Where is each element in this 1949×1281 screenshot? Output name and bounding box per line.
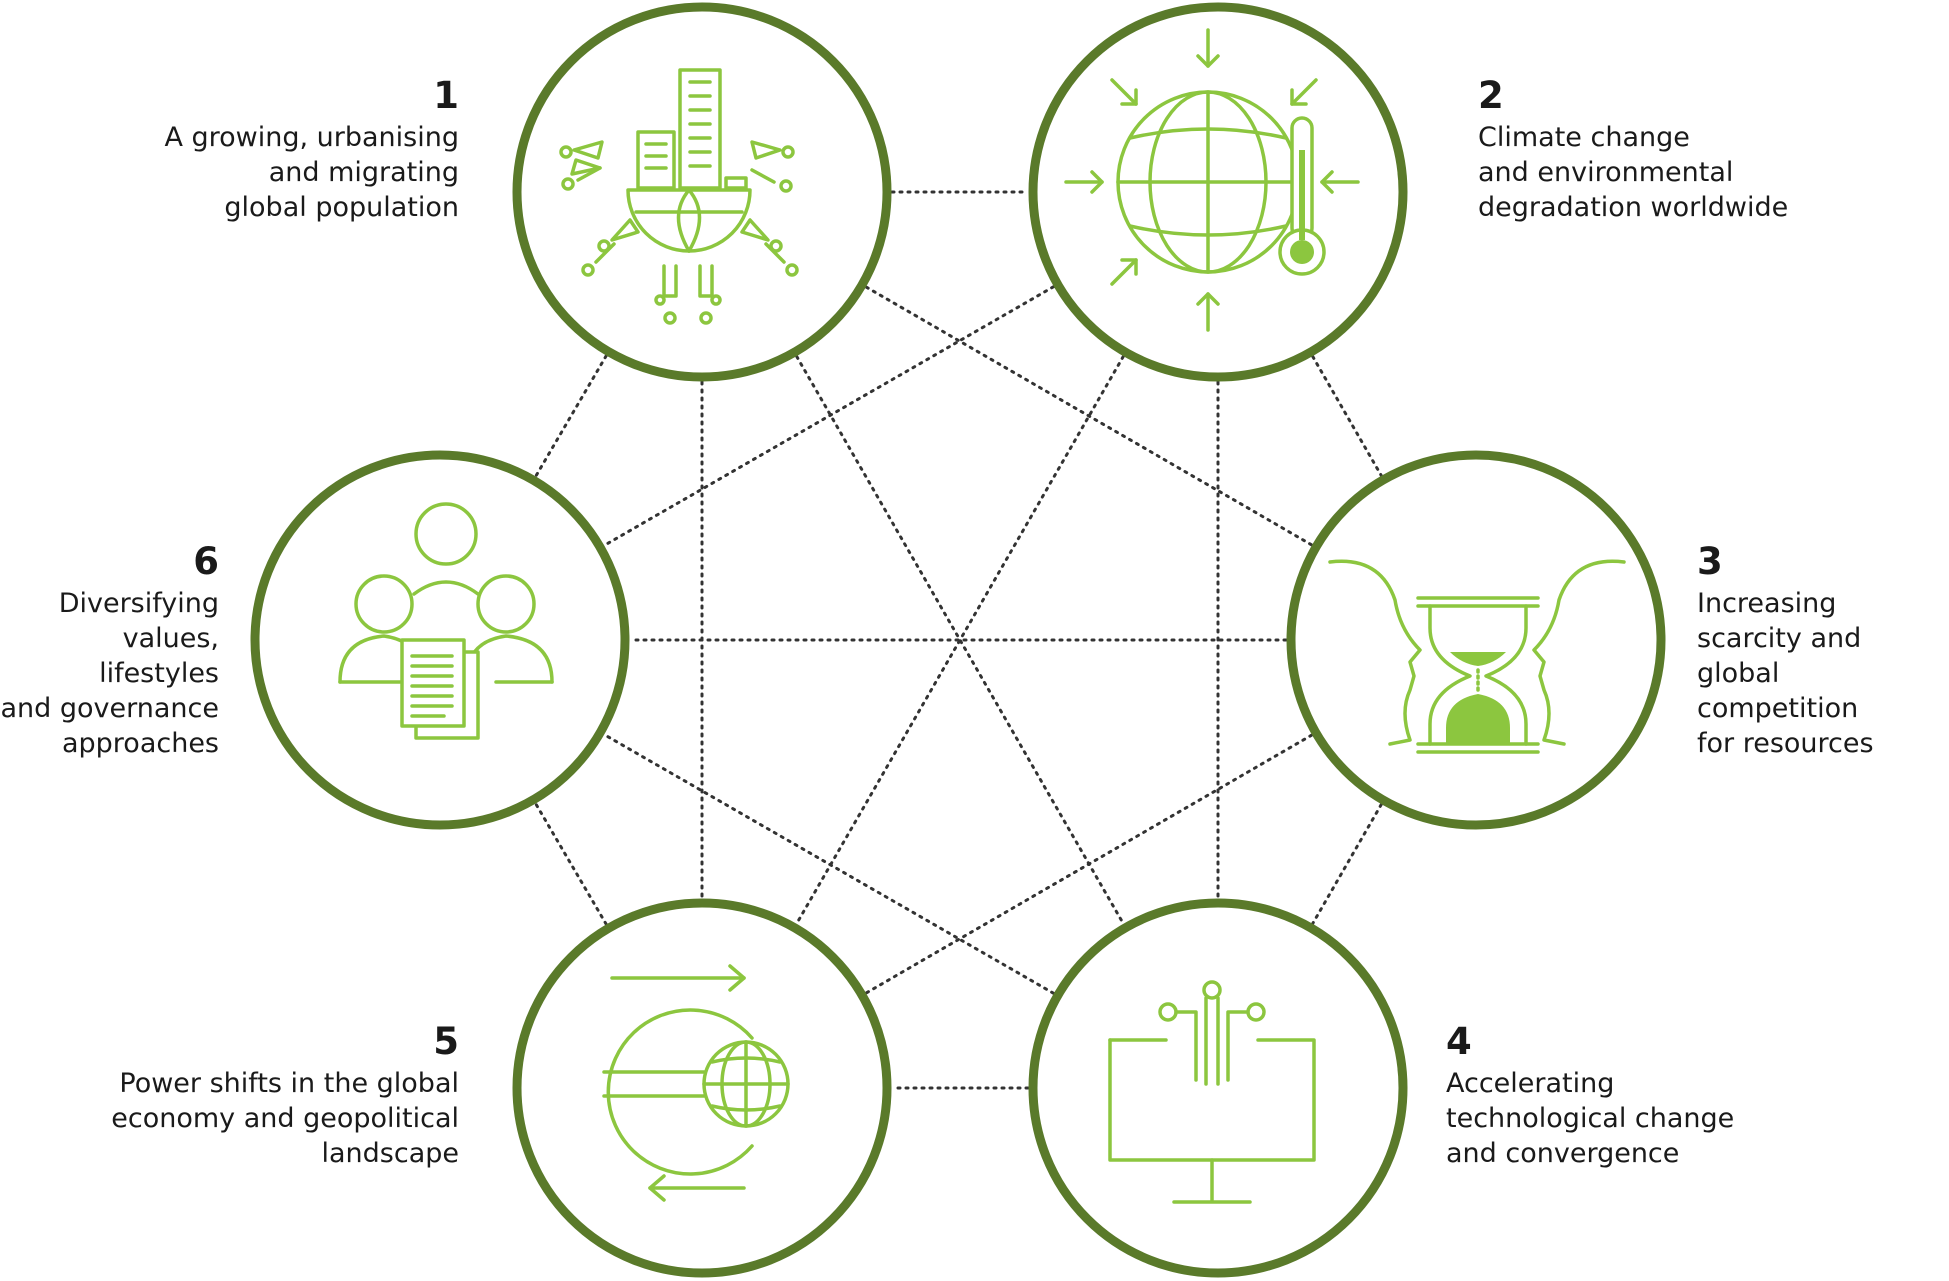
node-4-ring xyxy=(1028,898,1408,1278)
driver-3-line-1: Increasing xyxy=(1697,588,1837,619)
driver-4-label: 4 Accelerating technological change and … xyxy=(1446,1018,1734,1171)
connector-2-6 xyxy=(603,285,1055,547)
connector-5-6 xyxy=(534,802,608,926)
node-3 xyxy=(1286,450,1666,830)
driver-4-number: 4 xyxy=(1446,1020,1472,1063)
driver-6-line-3: and governance xyxy=(0,693,219,724)
driver-5-line-1: Power shifts in the global xyxy=(119,1068,459,1099)
connector-2-5 xyxy=(795,355,1125,925)
driver-1-label: 1 A growing, urbanising and migrating gl… xyxy=(164,72,459,225)
driver-4-line-2: technological change xyxy=(1446,1103,1735,1134)
connector-3-4 xyxy=(1311,803,1383,925)
node-5 xyxy=(512,898,892,1278)
driver-6-label: 6 Diversifying values, lifestyles and go… xyxy=(0,538,219,761)
driver-5-line-2: economy and geopolitical xyxy=(111,1103,459,1134)
driver-6-line-1: Diversifying xyxy=(58,588,219,619)
driver-1-line-1: A growing, urbanising xyxy=(164,122,459,153)
node-2 xyxy=(1028,2,1408,382)
driver-5-number: 5 xyxy=(433,1020,459,1063)
driver-2-line-3: degradation worldwide xyxy=(1478,192,1789,223)
node-1 xyxy=(512,2,892,382)
driver-3-number: 3 xyxy=(1697,540,1723,583)
driver-2-number: 2 xyxy=(1478,74,1504,117)
node-4 xyxy=(1028,898,1408,1278)
node-2-ring xyxy=(1028,2,1408,382)
driver-6-line-2: values, lifestyles xyxy=(99,623,219,689)
driver-6-number: 6 xyxy=(193,540,219,583)
driver-2-line-2: and environmental xyxy=(1478,157,1734,188)
driver-1-line-3: global population xyxy=(224,192,459,223)
connector-lines xyxy=(534,190,1383,1090)
driver-5-label: 5 Power shifts in the global economy and… xyxy=(111,1018,459,1171)
driver-6-line-4: approaches xyxy=(61,728,219,759)
driver-3-line-3: competition xyxy=(1697,693,1859,724)
node-3-ring xyxy=(1286,450,1666,830)
connector-4-6 xyxy=(603,733,1055,995)
connector-1-6 xyxy=(534,354,608,478)
driver-2-label: 2 Climate change and environmental degra… xyxy=(1478,72,1788,225)
node-5-ring xyxy=(512,898,892,1278)
driver-3-line-4: for resources xyxy=(1697,728,1874,759)
people-document-icon xyxy=(338,502,554,740)
hourglass-faces-icon xyxy=(1328,559,1626,754)
connector-2-3 xyxy=(1311,355,1383,477)
driver-2-line-1: Climate change xyxy=(1478,122,1690,153)
driver-3-line-2: scarcity and global xyxy=(1697,623,1862,689)
node-1-ring xyxy=(512,2,892,382)
city-migration-icon xyxy=(559,68,799,325)
circuit-monitor-icon xyxy=(1108,980,1316,1204)
driver-4-line-1: Accelerating xyxy=(1446,1068,1615,1099)
driver-3-label: 3 Increasing scarcity and global competi… xyxy=(1697,538,1949,761)
connector-3-5 xyxy=(864,733,1314,995)
driver-4-line-3: and convergence xyxy=(1446,1138,1680,1169)
driver-1-number: 1 xyxy=(433,74,459,117)
connector-1-3 xyxy=(864,285,1314,547)
driver-1-line-2: and migrating xyxy=(268,157,459,188)
driver-5-line-3: landscape xyxy=(321,1138,459,1169)
euro-globe-exchange-icon xyxy=(602,964,790,1202)
globe-thermometer-icon xyxy=(1064,28,1360,332)
